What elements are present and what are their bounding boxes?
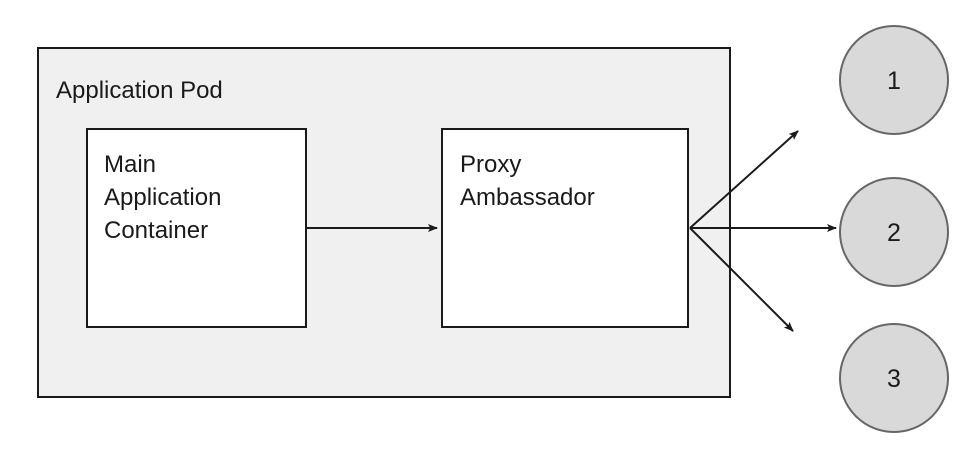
proxy-ambassador-label-line-1: Proxy (460, 151, 521, 178)
proxy-to-endpoint-3-arrow (689, 227, 794, 332)
endpoint-2-circle (839, 177, 949, 287)
endpoint-1-circle (839, 25, 949, 135)
proxy-ambassador-container-box (441, 128, 689, 328)
main-application-container-box (86, 128, 307, 328)
proxy-ambassador-label-line-2: Ambassador (460, 184, 595, 211)
proxy-to-endpoint-1-arrow (689, 130, 799, 229)
main-application-container-label-line-1: Main (104, 151, 156, 178)
main-application-container-label-line-3: Container (104, 217, 208, 244)
main-application-container-label-line-2: Application (104, 184, 221, 211)
endpoint-2-label: 2 (887, 219, 901, 247)
endpoint-3-circle (839, 323, 949, 433)
endpoint-1-label: 1 (887, 67, 901, 95)
endpoint-3-label: 3 (887, 365, 901, 393)
application-pod-title: Application Pod (56, 77, 223, 104)
